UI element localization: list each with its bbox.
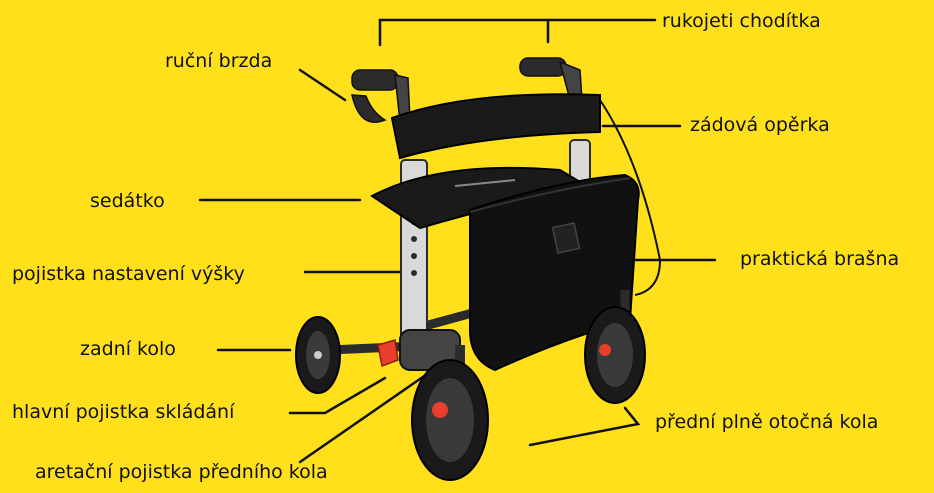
label-handles: rukojeti chodítka bbox=[662, 12, 821, 31]
fold-lock-accent bbox=[378, 340, 398, 366]
label-backrest: zádová opěrka bbox=[690, 116, 830, 135]
leader-handles bbox=[380, 20, 655, 45]
leader-front-wheels bbox=[530, 408, 638, 445]
leader-brake bbox=[300, 70, 345, 100]
label-bag: praktická brašna bbox=[740, 250, 899, 269]
backrest-shape bbox=[392, 94, 600, 158]
label-brake: ruční brzda bbox=[165, 52, 272, 71]
label-front-wheel-lock: aretační pojistka předního kola bbox=[35, 463, 328, 482]
label-height-lock: pojistka nastavení výšky bbox=[12, 265, 245, 284]
label-fold-lock: hlavní pojistka skládání bbox=[12, 403, 234, 422]
label-rear-wheel: zadní kolo bbox=[80, 340, 176, 359]
rear-wheel-shape bbox=[296, 317, 340, 393]
label-seat: sedátko bbox=[90, 192, 165, 211]
label-front-wheels: přední plně otočná kola bbox=[655, 413, 878, 432]
